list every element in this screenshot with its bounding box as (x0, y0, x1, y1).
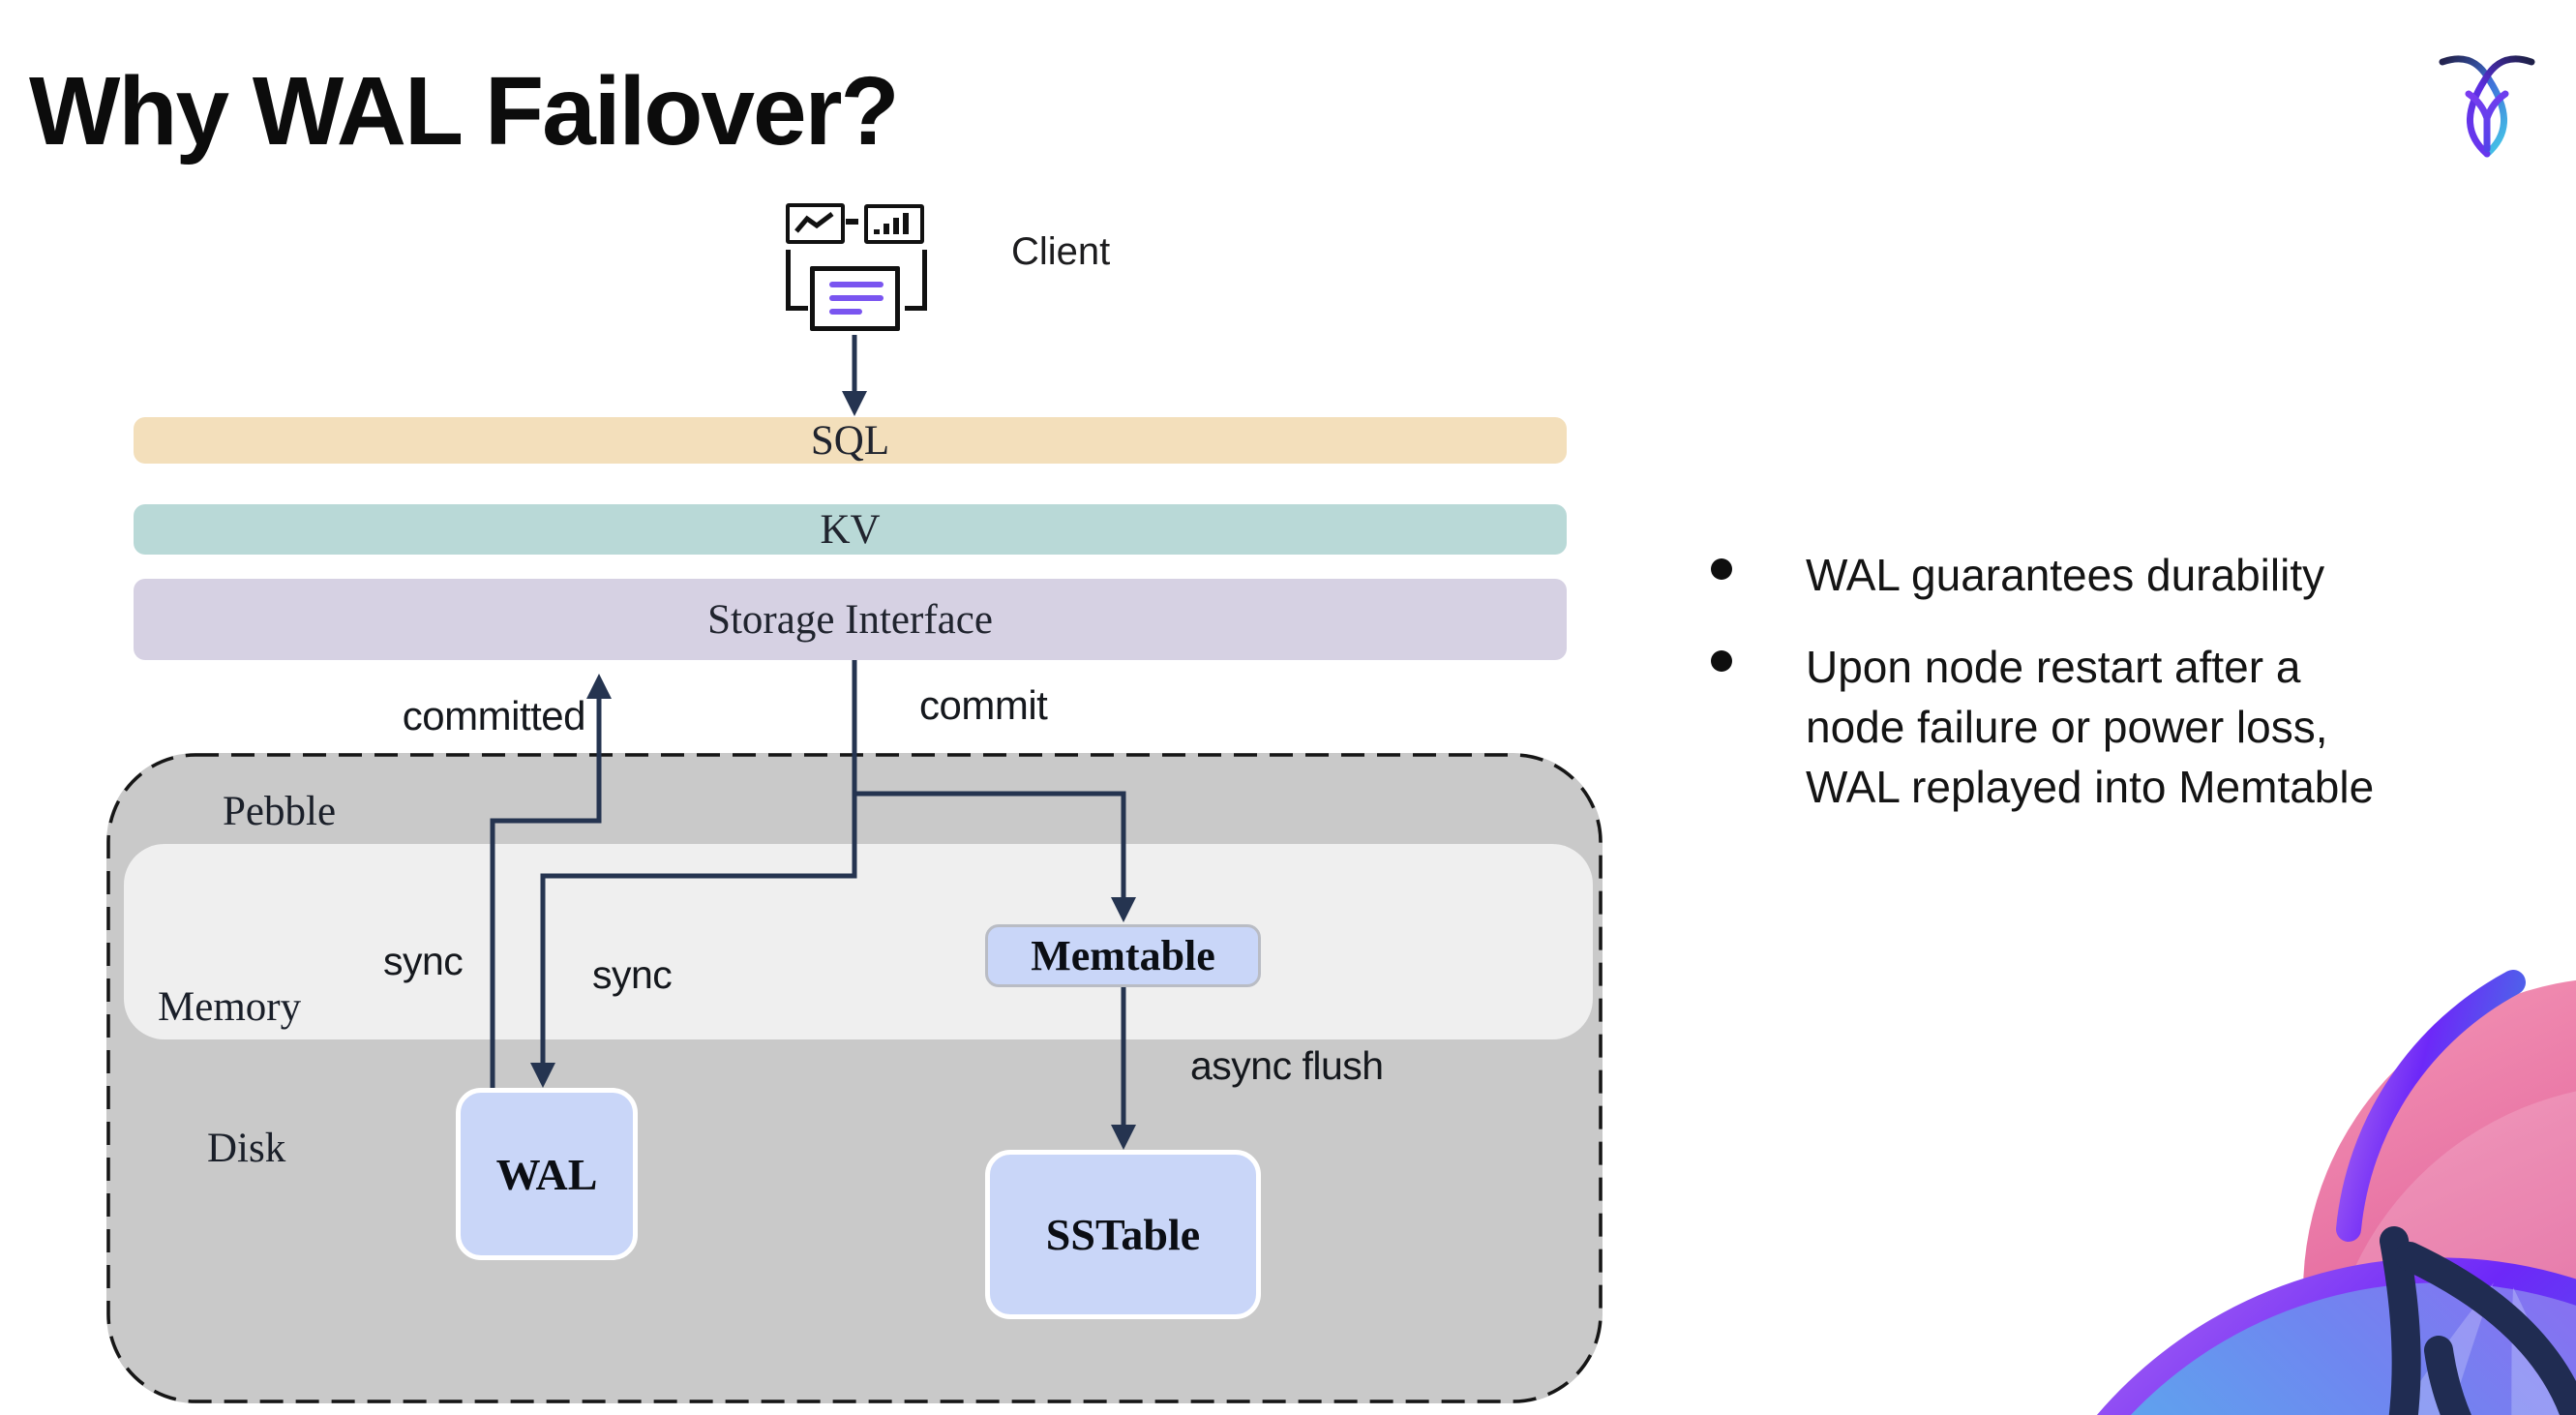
line-chart-icon (786, 203, 845, 244)
pebble-label: Pebble (223, 789, 337, 834)
memory-label: Memory (158, 984, 302, 1030)
committed-edge-label: committed (402, 693, 586, 738)
bullet-item-restart: Upon node restart after a node failure o… (1806, 637, 2374, 817)
bracket-right-icon (905, 250, 927, 311)
document-icon (810, 266, 900, 331)
client-to-sql-arrowhead (842, 391, 867, 416)
commit-edge-label: commit (919, 682, 1048, 728)
purple-arc (2336, 970, 2526, 1242)
bullet-line: node failure or power loss, (1806, 702, 2328, 752)
blue-dome (2113, 1271, 2576, 1415)
kv-layer-label: KV (820, 506, 881, 553)
dash-icon (846, 219, 858, 225)
wal-node-label: WAL (495, 1149, 598, 1199)
bullet-line: Upon node restart after a (1806, 642, 2301, 692)
bullet-dot (1711, 558, 1732, 580)
memtable-node: Memtable (985, 924, 1261, 987)
client-label: Client (1011, 230, 1111, 273)
memtable-node-label: Memtable (1031, 932, 1215, 979)
bullet-dot (1711, 650, 1732, 672)
committed-arrowhead (586, 674, 612, 699)
disk-label: Disk (207, 1126, 286, 1171)
bullet-line: WAL replayed into Memtable (1806, 762, 2375, 812)
storage-interface-layer-label: Storage Interface (707, 596, 993, 643)
bracket-left-icon (786, 250, 808, 311)
sstable-node: SSTable (985, 1150, 1261, 1319)
page-title: Why WAL Failover? (29, 57, 900, 166)
wal-node: WAL (456, 1088, 638, 1260)
navy-veins (2380, 1226, 2576, 1415)
sstable-node-label: SSTable (1045, 1210, 1201, 1259)
async-flush-edge-label: async flush (1190, 1043, 1384, 1088)
storage-interface-layer-bar: Storage Interface (134, 579, 1567, 660)
sync-wal-edge-label: sync (383, 939, 464, 983)
sql-layer-label: SQL (810, 417, 890, 464)
cockroachdb-logo-icon (2439, 55, 2535, 158)
bar-chart-icon (864, 204, 924, 244)
sql-layer-bar: SQL (134, 417, 1567, 464)
sync-commit-edge-label: sync (592, 952, 673, 997)
kv-layer-bar: KV (134, 504, 1567, 555)
memory-zone (124, 844, 1593, 1039)
brand-artwork (2097, 970, 2576, 1415)
bullet-item-durability: WAL guarantees durability (1806, 550, 2325, 600)
